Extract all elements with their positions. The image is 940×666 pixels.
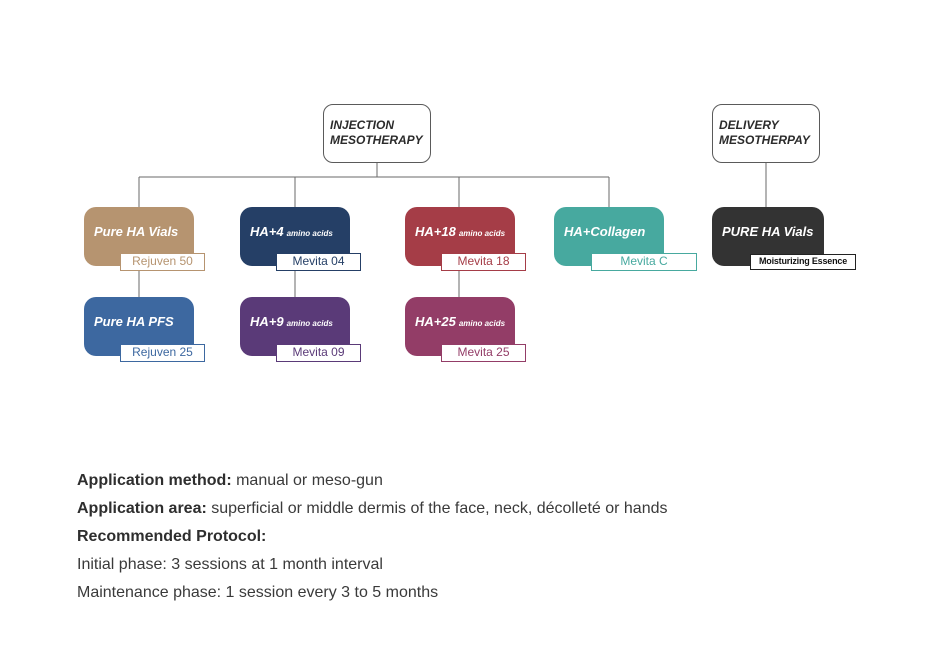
delivery-mesotherapy-line1: DELIVERY: [719, 118, 779, 132]
recommended-protocol-heading: Recommended Protocol:: [77, 528, 266, 546]
application-area-value: superficial or middle dermis of the face…: [206, 500, 668, 517]
product-ha18-name: HA+18: [415, 224, 456, 239]
application-area-line: Application area: superficial or middle …: [77, 500, 668, 518]
tag-rejuven-25: Rejuven 25: [120, 344, 205, 362]
injection-mesotherapy-node: INJECTION MESOTHERAPY: [323, 104, 431, 163]
recommended-protocol-label: Recommended Protocol:: [77, 528, 267, 545]
maintenance-phase-line: Maintenance phase: 1 session every 3 to …: [77, 584, 439, 601]
delivery-mesotherapy-line2: MESOTHERPAY: [719, 133, 810, 147]
tag-mevita-c-label: Mevita C: [620, 254, 668, 268]
product-ha9-suffix: amino acids: [286, 319, 333, 328]
tag-mevita-09-label: Mevita 09: [292, 345, 345, 359]
product-pure-ha-vials-name: Pure HA Vials: [94, 224, 179, 239]
injection-mesotherapy-line1: INJECTION: [330, 118, 395, 132]
application-area-label: Application area:: [77, 500, 207, 517]
initial-phase-line: Initial phase: 3 sessions at 1 month int…: [77, 556, 383, 573]
product-ha-collagen-name: HA+Collagen: [564, 224, 646, 239]
product-ha25-name: HA+25: [415, 314, 456, 329]
tag-mevita-09: Mevita 09: [276, 344, 361, 362]
tag-mevita-c: Mevita C: [591, 253, 697, 271]
product-ha25-suffix: amino acids: [458, 319, 506, 328]
tag-mevita-18-label: Mevita 18: [457, 254, 510, 268]
product-ha4-name: HA+4: [250, 224, 284, 239]
tag-moisturizing-essence-label: Moisturizing Essence: [758, 256, 848, 266]
delivery-mesotherapy-node: DELIVERY MESOTHERPAY: [712, 104, 820, 163]
injection-mesotherapy-line2: MESOTHERAPY: [330, 133, 423, 147]
product-pure-ha-pfs-name: Pure HA PFS: [94, 314, 174, 329]
tag-rejuven-50: Rejuven 50: [120, 253, 205, 271]
tag-rejuven-25-label: Rejuven 25: [132, 345, 193, 359]
application-method-value: manual or meso-gun: [231, 472, 383, 489]
tag-mevita-18: Mevita 18: [441, 253, 526, 271]
tag-mevita-04-label: Mevita 04: [292, 254, 345, 268]
application-method-label: Application method:: [77, 472, 232, 489]
product-ha18-suffix: amino acids: [458, 229, 506, 238]
tag-mevita-25: Mevita 25: [441, 344, 526, 362]
tag-moisturizing-essence: Moisturizing Essence: [750, 254, 856, 270]
application-method-line: Application method: manual or meso-gun: [77, 472, 383, 490]
product-pure-ha-vials-delivery-name: PURE HA Vials: [722, 224, 814, 239]
tag-rejuven-50-label: Rejuven 50: [132, 254, 193, 268]
product-ha9-name: HA+9: [250, 314, 284, 329]
tag-mevita-04: Mevita 04: [276, 253, 361, 271]
product-ha4-suffix: amino acids: [286, 229, 333, 238]
tag-mevita-25-label: Mevita 25: [457, 345, 510, 359]
